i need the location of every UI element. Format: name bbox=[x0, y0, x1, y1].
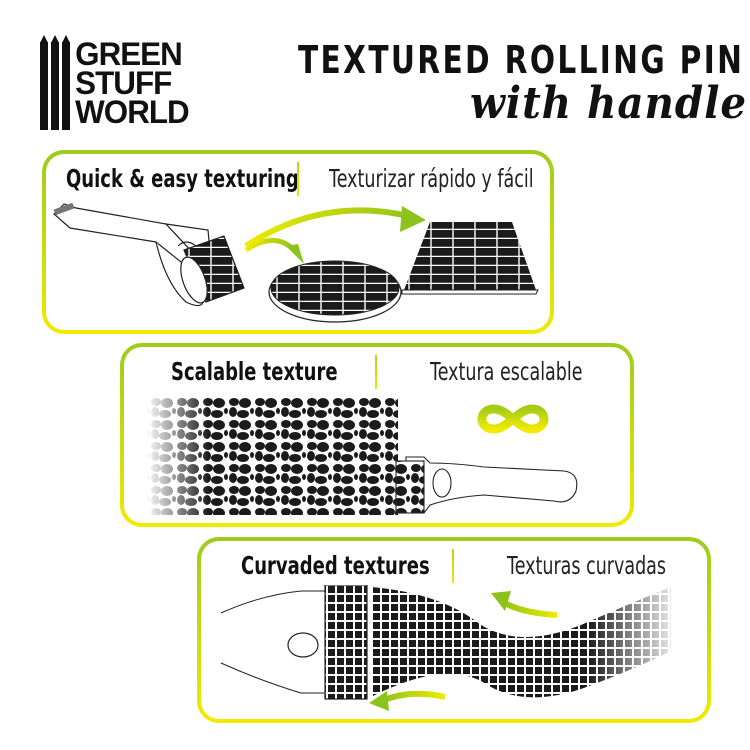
rolling-pin-icon bbox=[220, 585, 368, 700]
cobblestone-texture-strip bbox=[146, 397, 398, 515]
heading-divider bbox=[375, 355, 377, 389]
curved-arrow-icon bbox=[244, 206, 426, 249]
brand-logo: GREEN STUFF WORLD bbox=[40, 35, 210, 135]
pencils-icon bbox=[40, 35, 70, 135]
heading-divider bbox=[452, 549, 454, 583]
infinity-icon bbox=[477, 404, 549, 434]
panel-heading-es: Texturizar rápido y fácil bbox=[329, 164, 534, 193]
panel-heading-en: Scalable texture bbox=[171, 357, 338, 386]
heading-divider bbox=[297, 162, 299, 196]
scalable-illustration bbox=[124, 397, 630, 523]
round-base-brick-texture bbox=[268, 260, 402, 323]
rolling-pin-icon bbox=[395, 456, 578, 514]
feature-panel-scalable: Scalable texture Textura escalable bbox=[120, 343, 634, 527]
curved-arrow-left-icon bbox=[369, 690, 446, 711]
curved-cobble-texture bbox=[371, 585, 681, 715]
panel-heading-en: Curvaded textures bbox=[241, 551, 430, 580]
curved-arrow-left-icon bbox=[491, 591, 558, 618]
page-title: TEXTURED ROLLING PIN bbox=[298, 38, 745, 82]
square-brick-texture bbox=[401, 222, 539, 295]
panel-heading-en: Quick & easy texturing bbox=[66, 164, 299, 193]
logo-word-3: WORLD bbox=[75, 94, 190, 130]
logo-word-1: GREEN bbox=[75, 36, 183, 72]
page-subtitle: with handle bbox=[470, 78, 748, 129]
curved-arrow-icon bbox=[244, 238, 304, 264]
texturing-illustration bbox=[46, 194, 550, 330]
curved-illustration bbox=[201, 585, 707, 719]
logo-word-2: STUFF bbox=[75, 65, 172, 101]
panel-heading-es: Texturas curvadas bbox=[507, 551, 667, 580]
panel-heading-es: Textura escalable bbox=[430, 357, 583, 386]
feature-panel-quick-texturing: Quick & easy texturing Texturizar rápido… bbox=[42, 150, 554, 334]
feature-panel-curved: Curvaded textures Texturas curvadas bbox=[197, 537, 711, 723]
roller-drum-icon bbox=[180, 235, 245, 304]
